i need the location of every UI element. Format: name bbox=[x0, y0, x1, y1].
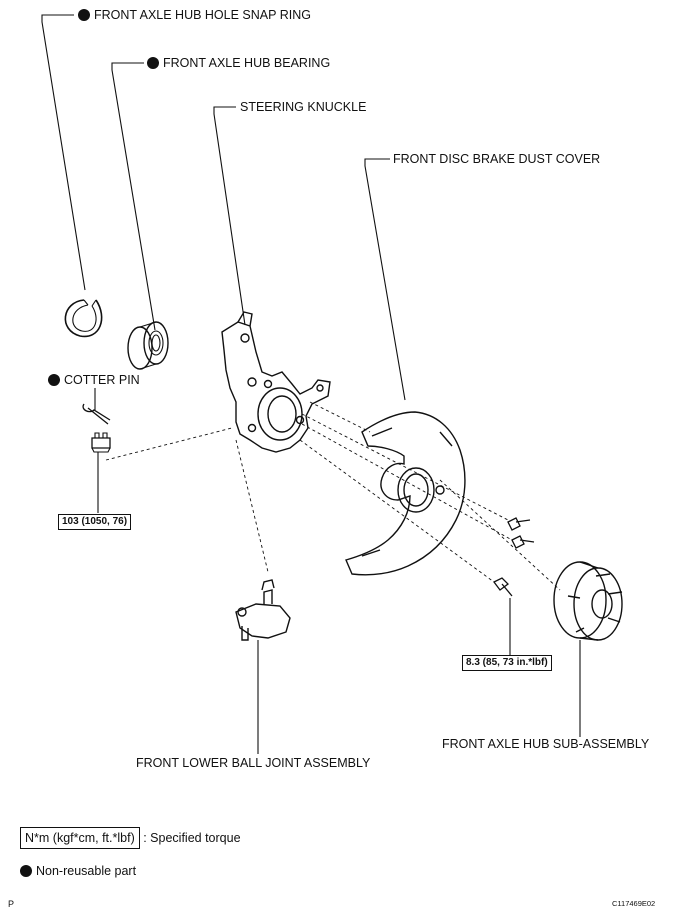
label-cotter-pin: COTTER PIN bbox=[48, 373, 140, 387]
label-snap-ring-text: FRONT AXLE HUB HOLE SNAP RING bbox=[94, 8, 311, 22]
label-snap-ring: FRONT AXLE HUB HOLE SNAP RING bbox=[78, 8, 311, 22]
label-cotter-pin-text: COTTER PIN bbox=[64, 373, 140, 387]
hub-bearing-part bbox=[127, 321, 169, 370]
label-ball-joint: FRONT LOWER BALL JOINT ASSEMBLY bbox=[136, 756, 371, 770]
torque-cover-bolts: 8.3 (85, 73 in.*lbf) bbox=[462, 655, 552, 671]
footer-left-code: P bbox=[8, 899, 15, 909]
leader-bearing bbox=[111, 62, 156, 331]
snap-ring-part bbox=[64, 299, 103, 338]
bolt-upper bbox=[507, 517, 531, 531]
torque-castle-nut: 103 (1050, 76) bbox=[58, 514, 132, 530]
non-reusable-dot-icon bbox=[147, 57, 159, 69]
bolt-lower bbox=[493, 577, 513, 597]
legend-torque-desc: : Specified torque bbox=[143, 831, 241, 845]
leader-dust-cover bbox=[364, 158, 406, 401]
legend-torque: N*m (kgf*cm, ft.*lbf) : Specified torque bbox=[20, 827, 241, 849]
label-steering-knuckle: STEERING KNUCKLE bbox=[240, 100, 367, 114]
ball-joint-part bbox=[235, 579, 291, 641]
dust-cover-part bbox=[345, 411, 466, 576]
footer-figure-code: C117469E02 bbox=[612, 899, 656, 908]
non-reusable-dot-icon bbox=[48, 374, 60, 386]
label-dust-cover: FRONT DISC BRAKE DUST COVER bbox=[393, 152, 601, 166]
label-hub-bearing: FRONT AXLE HUB BEARING bbox=[147, 56, 330, 70]
non-reusable-dot-icon bbox=[78, 9, 90, 21]
hub-sub-assembly-part bbox=[553, 561, 623, 641]
label-hub-sub-assembly: FRONT AXLE HUB SUB-ASSEMBLY bbox=[442, 737, 650, 751]
legend-non-reusable: Non-reusable part bbox=[20, 864, 136, 878]
leader-knuckle bbox=[213, 106, 246, 326]
steering-knuckle-part bbox=[221, 311, 331, 453]
label-hub-bearing-text: FRONT AXLE HUB BEARING bbox=[163, 56, 331, 70]
castle-nut-part bbox=[91, 432, 111, 453]
cotter-pin-part bbox=[82, 403, 111, 425]
legend-non-reusable-text: Non-reusable part bbox=[36, 864, 137, 878]
leader-snap-ring bbox=[41, 14, 86, 291]
non-reusable-dot-icon bbox=[20, 865, 32, 877]
legend-torque-box: N*m (kgf*cm, ft.*lbf) bbox=[20, 827, 140, 849]
bolt-middle bbox=[511, 535, 535, 549]
